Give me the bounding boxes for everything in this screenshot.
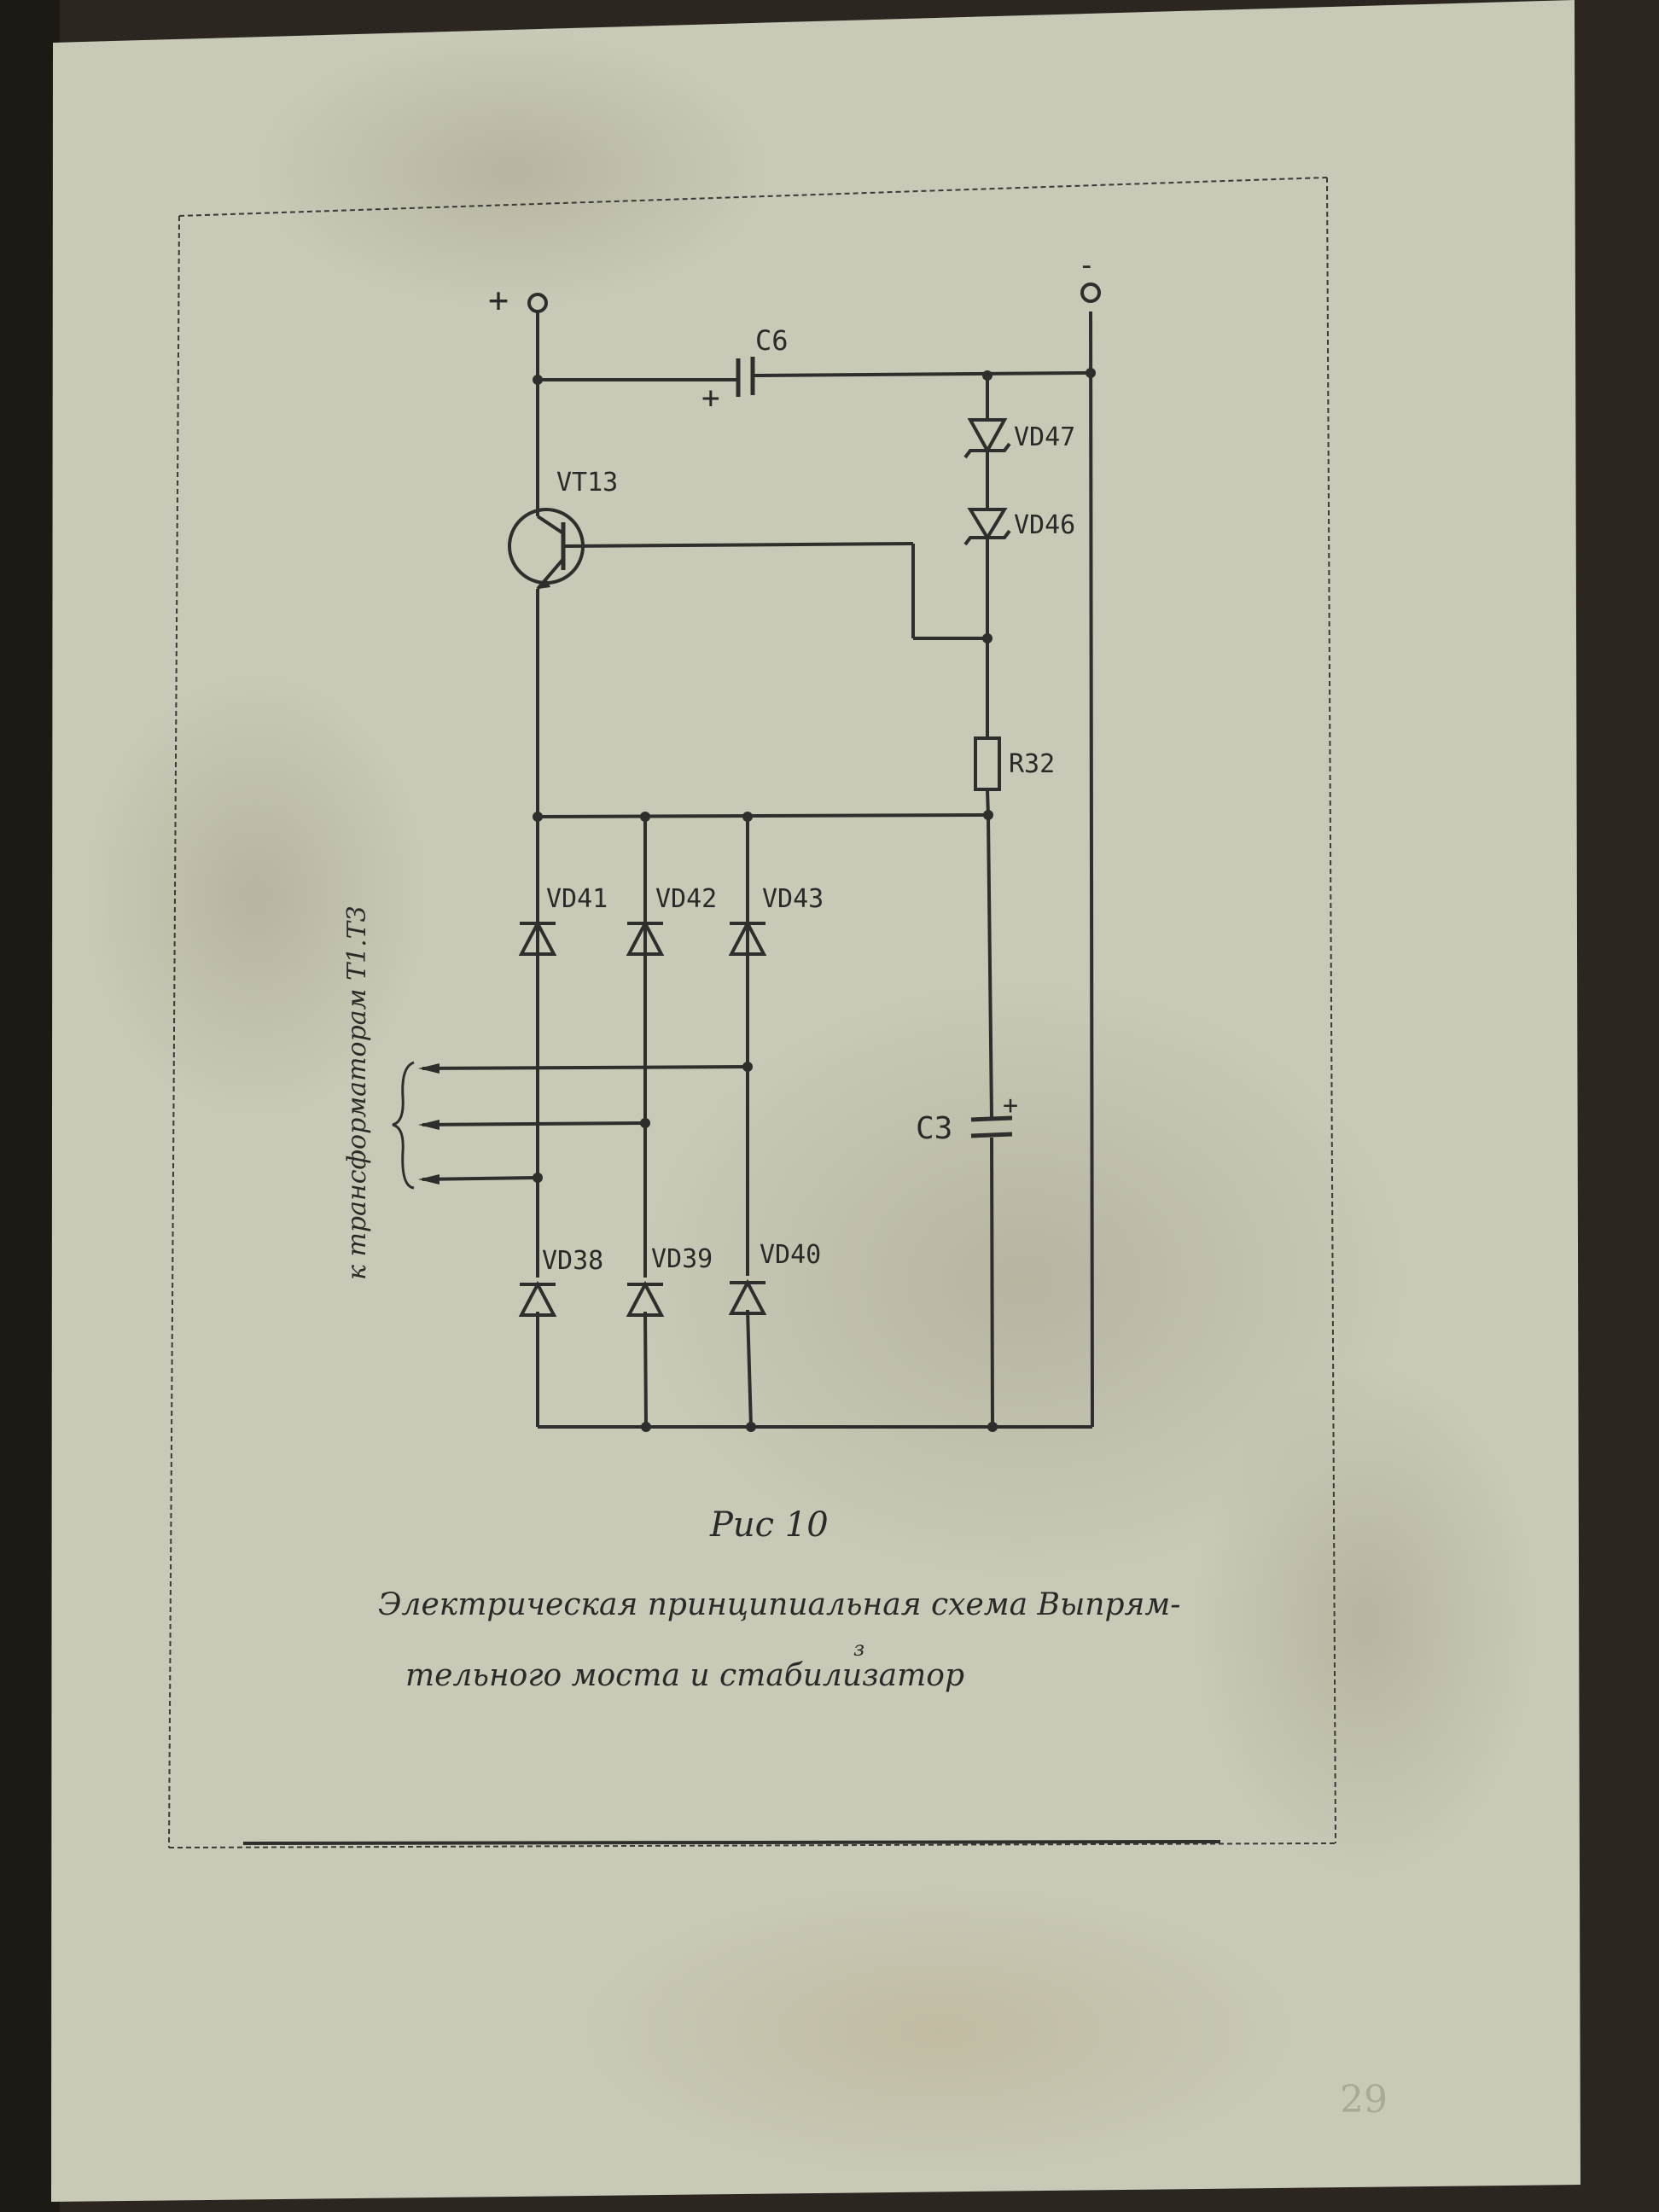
vd41-label: VD41	[546, 884, 608, 914]
vd46-label: VD46	[1014, 510, 1075, 540]
vd39-label: VD39	[651, 1244, 713, 1274]
vd42-label: VD42	[655, 884, 717, 914]
circuit-wires	[422, 311, 1094, 1429]
c6-label: C6	[755, 324, 789, 357]
figure-number: Рис 10	[709, 1505, 829, 1545]
diode-vd38: VD38	[518, 1246, 603, 1317]
drawing-frame	[168, 177, 1336, 1848]
vd38-label: VD38	[542, 1246, 603, 1276]
caption-line-2: тельного моста и стабилизатор	[405, 1658, 964, 1693]
diode-vd41: VD41	[518, 884, 608, 956]
paper-stain	[580, 1886, 1297, 2176]
transformer-label: к трансформаторам T1.T3	[342, 905, 372, 1280]
diode-vd43: VD43	[728, 884, 824, 956]
zener-diode-vd47: VD47	[963, 418, 1075, 459]
paper-stain	[256, 34, 768, 307]
diode-vd42: VD42	[626, 884, 717, 956]
paper-stain	[1195, 1365, 1536, 1877]
c6-polarity: +	[701, 381, 720, 416]
paper-stain	[640, 981, 1408, 1579]
book-spine	[0, 0, 60, 2212]
terminal-negative: -	[1078, 248, 1101, 303]
brace	[392, 1061, 415, 1190]
transformer-input-arrows	[392, 1061, 439, 1190]
terminal-negative-label: -	[1078, 248, 1095, 282]
junction-dots	[533, 368, 1096, 1432]
transistor-vt13: VT13	[508, 468, 618, 591]
c3-label: C3	[916, 1111, 952, 1146]
zener-diode-vd46: VD46	[963, 508, 1075, 546]
diode-vd39: VD39	[626, 1244, 713, 1317]
vt13-label: VT13	[556, 468, 618, 498]
vd47-label: VD47	[1014, 422, 1075, 452]
c3-polarity: +	[1003, 1091, 1018, 1121]
terminal-positive-label: +	[488, 281, 509, 320]
page-number: 29	[1340, 2078, 1388, 2122]
capacitor-c3: C3 +	[916, 1091, 1018, 1146]
terminal-positive: +	[488, 281, 548, 320]
paper-stain	[85, 674, 427, 1118]
caption-correction: з	[853, 1637, 864, 1661]
vd43-label: VD43	[762, 884, 824, 914]
resistor-r32: R32	[974, 736, 1055, 791]
diode-vd40: VD40	[728, 1240, 821, 1315]
r32-label: R32	[1009, 749, 1055, 779]
capacitor-c6: C6 +	[701, 324, 789, 416]
caption-line-1: Электрическая принципиальная схема Выпря…	[378, 1587, 1180, 1622]
vd40-label: VD40	[760, 1240, 821, 1270]
